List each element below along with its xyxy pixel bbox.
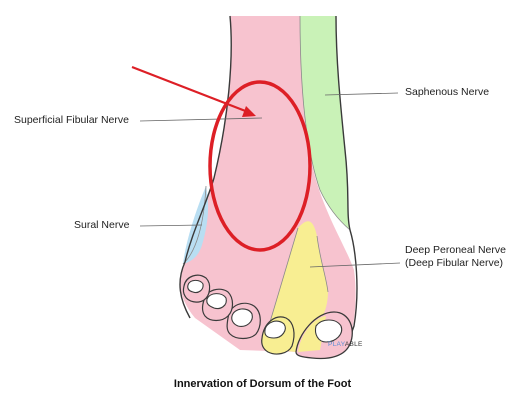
highlight-ellipse <box>208 80 312 252</box>
watermark-part1: PLAY <box>328 341 345 348</box>
label-saphenous-nerve: Saphenous Nerve <box>405 86 490 98</box>
second-toe <box>261 316 295 355</box>
label-deep-peroneal-line2: (Deep Fibular Nerve) <box>405 257 504 269</box>
third-toe <box>226 302 261 340</box>
label-sural-nerve: Sural Nerve <box>74 219 130 231</box>
big-toe <box>295 311 353 360</box>
label-deep-peroneal-line1: Deep Peroneal Nerve <box>405 244 506 256</box>
watermark-logo: PLAYABLE <box>328 341 363 348</box>
watermark-part2: ABLE <box>344 341 363 348</box>
figure-caption: Innervation of Dorsum of the Foot <box>173 378 352 390</box>
leader-superficial-fibular <box>139 117 263 122</box>
leader-sural <box>139 224 203 227</box>
leader-saphenous <box>324 92 399 96</box>
leg-outline-left <box>179 15 232 319</box>
leader-deep-peroneal <box>309 262 401 268</box>
fourth-toe <box>202 288 234 322</box>
label-superficial-fibular-nerve: Superficial Fibular Nerve <box>14 114 129 126</box>
red-arrow <box>131 65 256 117</box>
label-deep-peroneal-nerve: Deep Peroneal Nerve (Deep Fibular Nerve) <box>405 244 506 270</box>
little-toe <box>182 274 211 303</box>
